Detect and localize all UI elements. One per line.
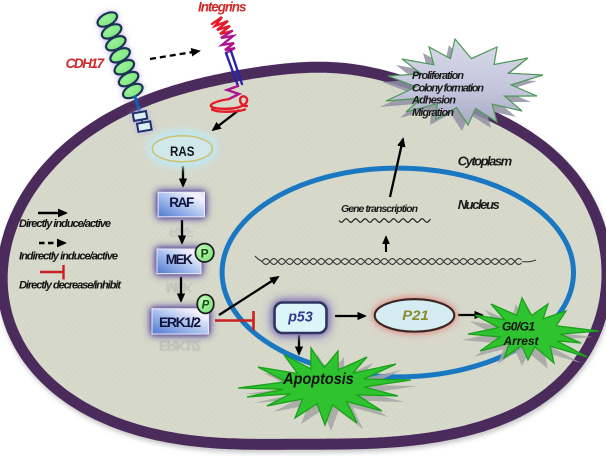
svg-text:Integrins: Integrins (198, 0, 247, 15)
svg-text:Arrest: Arrest (503, 334, 540, 348)
svg-text:Apoptosis: Apoptosis (282, 371, 353, 388)
svg-text:G0/G1: G0/G1 (502, 320, 535, 334)
svg-text:Adhesion: Adhesion (411, 95, 456, 107)
svg-text:Colony formation: Colony formation (412, 82, 484, 94)
svg-text:RAS: RAS (170, 144, 195, 159)
svg-text:Indirectly induce/active: Indirectly induce/active (19, 251, 118, 263)
svg-text:Nucleus: Nucleus (458, 197, 500, 212)
svg-text:Directly induce/active: Directly induce/active (19, 218, 111, 230)
svg-text:MEK: MEK (166, 252, 193, 267)
svg-text:CDH17: CDH17 (66, 56, 106, 71)
svg-text:Gene transcription: Gene transcription (341, 203, 418, 215)
svg-text:MEK: MEK (166, 280, 193, 295)
svg-text:Cytoplasm: Cytoplasm (458, 154, 513, 169)
svg-text:Directly decrease/inhibit: Directly decrease/inhibit (19, 280, 122, 292)
svg-text:RAF: RAF (169, 225, 194, 240)
svg-text:Proliferation: Proliferation (412, 70, 464, 82)
svg-text:ERK1/2: ERK1/2 (159, 314, 201, 330)
svg-text:P: P (201, 246, 209, 260)
svg-text:P: P (202, 300, 210, 312)
svg-text:p53: p53 (287, 310, 312, 326)
svg-text:ERK1/2: ERK1/2 (159, 338, 201, 354)
svg-text:RAF: RAF (169, 195, 194, 210)
svg-text:Migration: Migration (412, 107, 454, 119)
svg-text:P21: P21 (402, 308, 429, 323)
